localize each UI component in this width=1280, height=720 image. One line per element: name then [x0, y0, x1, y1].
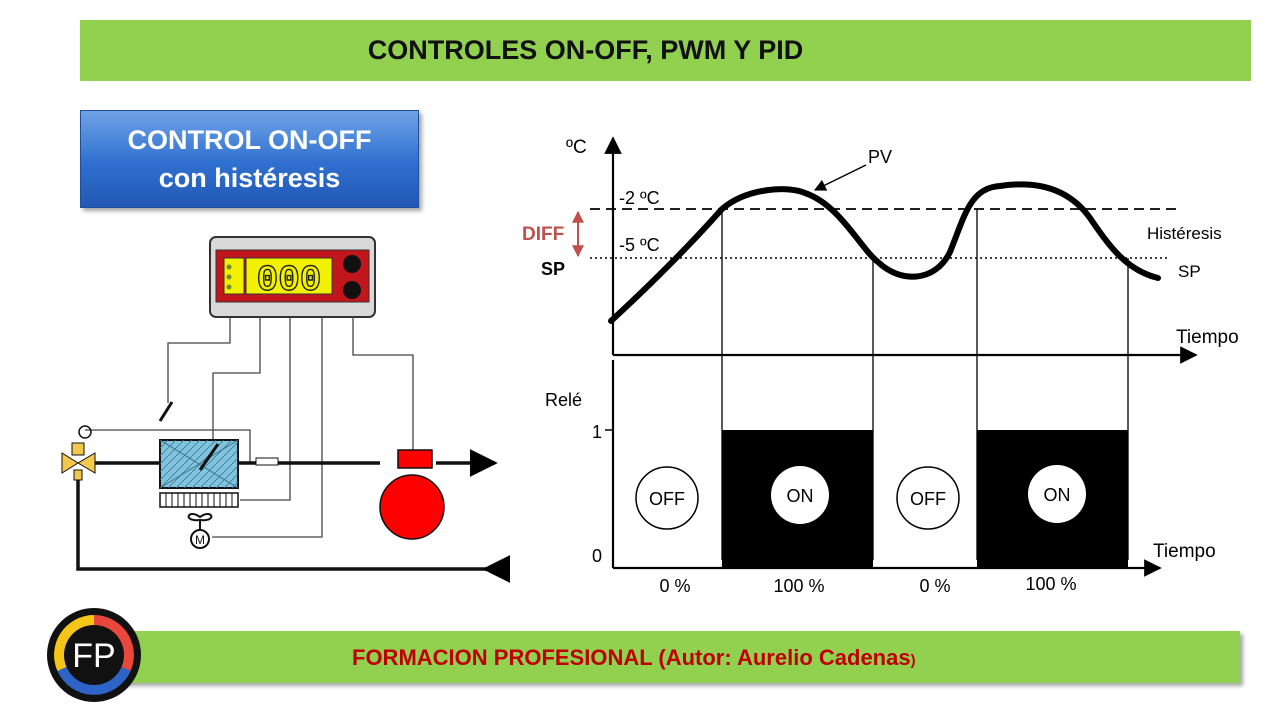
control-title-line2: con histéresis: [158, 163, 341, 193]
controller-button-down[interactable]: [343, 281, 361, 299]
svg-text:M: M: [195, 533, 205, 547]
footer-banner: FORMACION PROFESIONAL (Autor: Aurelio Ca…: [120, 631, 1240, 683]
temperature-probe: [158, 401, 174, 422]
controller-display: 000: [257, 260, 322, 301]
thermostat-controller: 000: [209, 236, 376, 318]
title-banner: CONTROLES ON-OFF, PWM Y PID: [80, 20, 1251, 81]
relay-one-label: 1: [592, 422, 602, 442]
control-title-line1: CONTROL ON-OFF: [127, 125, 372, 155]
relay-zero-label: 0: [592, 546, 602, 566]
compressor-icon: [379, 449, 445, 540]
duty-label-2: 100 %: [773, 576, 824, 596]
time-axis-label: Tiempo: [1176, 327, 1239, 348]
duty-label-1: 0 %: [659, 576, 690, 596]
fan-motor-icon: M: [187, 512, 213, 549]
page-title: CONTROLES ON-OFF, PWM Y PID: [367, 35, 804, 65]
footer-text: FORMACION PROFESIONAL (Autor: Aurelio Ca…: [352, 645, 911, 670]
lower-level-label: -5 ºC: [619, 235, 660, 255]
evaporator-icon: [159, 439, 239, 508]
duty-label-3: 0 %: [919, 576, 950, 596]
diff-label: DIFF: [522, 224, 564, 245]
control-wires: [85, 317, 414, 538]
footer-closing: ): [910, 652, 916, 669]
hysteresis-chart: ºC PV -2 ºC -5 ºC DIFF SP Histéresis SP …: [522, 136, 1239, 596]
state-label-2: ON: [787, 486, 814, 506]
state-label-3: OFF: [910, 489, 946, 509]
control-title-box: CONTROL ON-OFF con histéresis: [80, 110, 419, 208]
hysteresis-label: Histéresis: [1147, 224, 1222, 243]
sp-right-label: SP: [1178, 262, 1201, 281]
sp-left-label: SP: [541, 259, 565, 279]
pv-curve: [608, 181, 1161, 324]
fp-logo-text: FP: [72, 637, 115, 675]
pv-label: PV: [868, 147, 892, 167]
state-label-1: OFF: [649, 489, 685, 509]
upper-level-label: -2 ºC: [619, 188, 660, 208]
expansion-valve-icon: [61, 425, 96, 481]
duty-label-4: 100 %: [1025, 574, 1076, 594]
state-label-4: ON: [1044, 485, 1071, 505]
temp-axis-label: ºC: [566, 137, 587, 158]
relay-time-label: Tiempo: [1153, 541, 1216, 562]
fp-logo-icon: FP: [47, 608, 141, 702]
footer-text-line: FORMACION PROFESIONAL (Autor: Aurelio Ca…: [352, 645, 916, 671]
refrigerant-piping: [76, 449, 508, 571]
controller-button-up[interactable]: [343, 255, 361, 273]
refrigeration-circuit: 000: [61, 236, 511, 583]
relay-axis-label: Relé: [545, 390, 582, 410]
